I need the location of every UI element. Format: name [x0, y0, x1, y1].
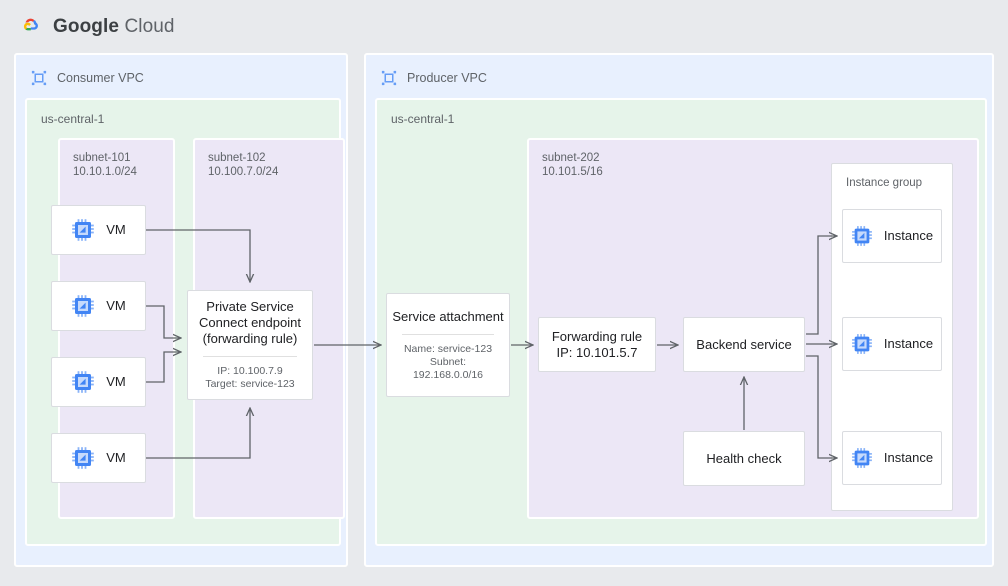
consumer-vpc-header: Consumer VPC [30, 67, 144, 89]
producer-vpc-header: Producer VPC [380, 67, 487, 89]
health-check-title: Health check [706, 450, 782, 466]
service-attachment-card[interactable]: Service attachment Name: service-123 Sub… [386, 293, 510, 397]
brand-google: Google [53, 16, 120, 37]
vm-chip-icon [72, 447, 95, 469]
backend-service-title: Backend service [696, 336, 792, 352]
instance-card-2-label: Instance [883, 336, 934, 351]
instance-card-1-label: Instance [883, 228, 934, 243]
psc-endpoint-card[interactable]: Private Service Connect endpoint (forwar… [187, 290, 313, 400]
backend-service-card[interactable]: Backend service [683, 317, 805, 372]
vm-card-1[interactable]: VM [51, 205, 146, 255]
producer-region-label: us-central-1 [391, 112, 455, 126]
subnet-101-label: subnet-101 10.10.1.0/24 [73, 152, 137, 178]
vm-card-3[interactable]: VM [51, 357, 146, 407]
vpc-network-icon [31, 70, 47, 86]
subnet-102-label: subnet-102 10.100.7.0/24 [208, 152, 279, 178]
vm-card-2[interactable]: VM [51, 281, 146, 331]
forwarding-rule-title: Forwarding rule IP: 10.101.5.7 [551, 328, 643, 360]
instance-group-label: Instance group [846, 177, 923, 189]
vm-chip-icon [72, 295, 95, 317]
subnet-202-label: subnet-202 10.101.5/16 [542, 152, 603, 178]
vm-card-2-label: VM [106, 298, 126, 313]
vm-card-4-label: VM [106, 450, 126, 465]
psc-endpoint-title: Private Service Connect endpoint (forwar… [199, 299, 301, 346]
vm-card-1-label: VM [106, 222, 126, 237]
vm-card-3-label: VM [106, 374, 126, 389]
instance-card-3[interactable]: Instance [842, 431, 942, 485]
service-attachment-title: Service attachment [392, 308, 504, 324]
psc-endpoint-divider [202, 356, 298, 357]
instance-card-1[interactable]: Instance [842, 209, 942, 263]
instance-card-3-label: Instance [883, 450, 934, 465]
consumer-vpc-label: Consumer VPC [57, 71, 144, 85]
brand-wordmark: Google Cloud [53, 16, 175, 38]
consumer-region-label: us-central-1 [41, 112, 105, 126]
vm-chip-icon [852, 226, 872, 246]
service-attachment-meta: Name: service-123 Subnet: 192.168.0.0/16 [403, 342, 493, 381]
vpc-network-icon [381, 70, 397, 86]
vm-card-4[interactable]: VM [51, 433, 146, 483]
forwarding-rule-card[interactable]: Forwarding rule IP: 10.101.5.7 [538, 317, 656, 372]
producer-vpc-label: Producer VPC [407, 71, 487, 85]
vm-chip-icon [72, 219, 95, 241]
psc-endpoint-meta: IP: 10.100.7.9 Target: service-123 [205, 365, 295, 390]
vm-chip-icon [72, 371, 95, 393]
google-cloud-brand: Google Cloud [14, 12, 175, 42]
brand-cloud: Cloud [124, 16, 175, 37]
google-cloud-logo-icon [23, 18, 38, 31]
instance-card-2[interactable]: Instance [842, 317, 942, 371]
vm-chip-icon [852, 334, 872, 354]
health-check-card[interactable]: Health check [683, 431, 805, 486]
vm-chip-icon [852, 448, 872, 468]
service-attachment-divider [401, 333, 495, 335]
